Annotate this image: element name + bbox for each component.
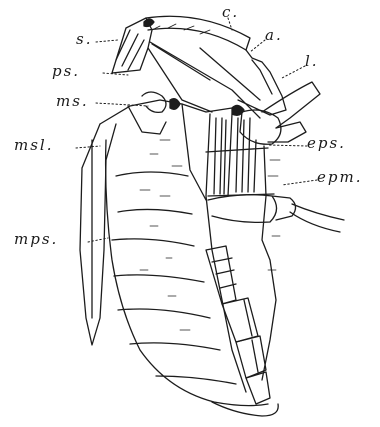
leg-2 — [208, 195, 344, 232]
label-ms: ms. — [56, 94, 89, 109]
label-s: s. — [76, 32, 92, 47]
label-a: a. — [265, 28, 283, 43]
thoracic-column — [206, 114, 276, 392]
wing-blade — [80, 124, 116, 345]
label-eps: eps. — [307, 136, 346, 151]
shading — [140, 24, 280, 330]
label-c: c. — [222, 5, 239, 20]
prothorax — [112, 16, 260, 118]
label-l: l. — [305, 54, 319, 69]
label-epm: epm. — [317, 170, 362, 185]
label-ps: ps. — [52, 64, 80, 79]
label-mps: mps. — [14, 232, 58, 247]
abdomen — [106, 140, 279, 416]
label-msl: msl. — [14, 138, 54, 153]
